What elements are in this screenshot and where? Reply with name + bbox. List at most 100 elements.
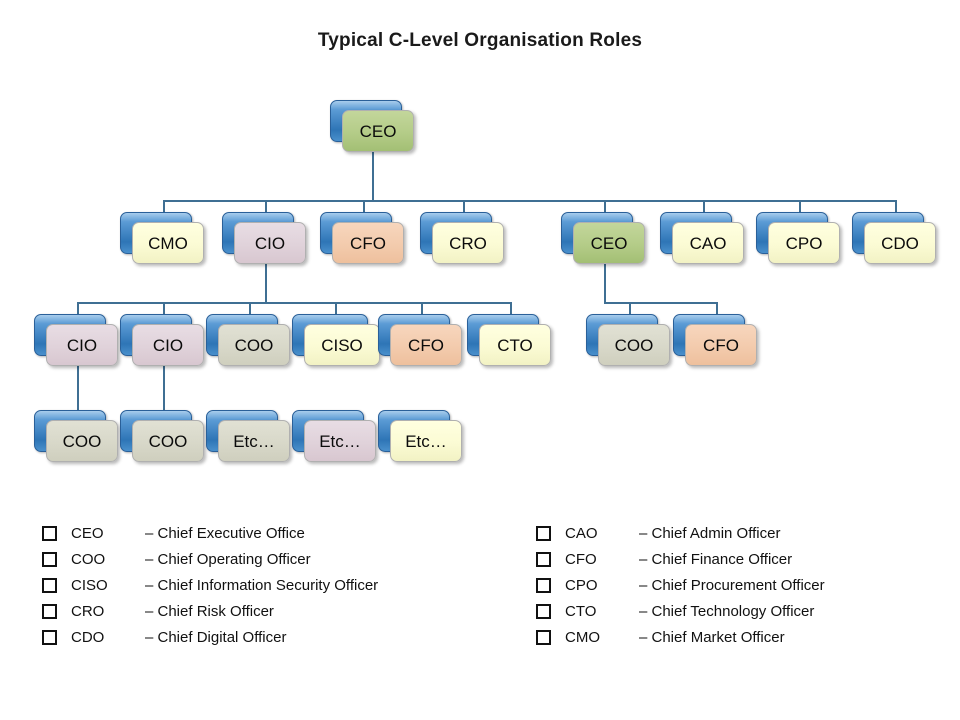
connector-row3-drop-6 — [510, 302, 512, 316]
node-label: Etc… — [233, 431, 275, 451]
node-etc-c-row4[interactable]: Etc… — [378, 410, 462, 462]
connector-row3-drop-8 — [716, 302, 718, 316]
legend-item: CTO – Chief Technology Officer — [536, 598, 825, 624]
legend-abbr: CDO — [71, 628, 105, 646]
node-label: Etc… — [405, 431, 447, 451]
connector-row3-drop-7 — [629, 302, 631, 316]
node-label: CDO — [881, 233, 919, 253]
node-face: CISO — [304, 324, 380, 366]
node-label: CMO — [148, 233, 188, 253]
node-etc-a-row4[interactable]: Etc… — [206, 410, 290, 462]
node-label: CISO — [321, 335, 363, 355]
node-face: COO — [46, 420, 118, 462]
node-cro[interactable]: CRO — [420, 212, 504, 264]
node-face: CFO — [332, 222, 404, 264]
node-cdo[interactable]: CDO — [852, 212, 936, 264]
node-face: CDO — [864, 222, 936, 264]
connector-ceo2-down — [604, 262, 606, 303]
node-label: CIO — [66, 335, 98, 355]
legend-item: CAO – Chief Admin Officer — [536, 520, 825, 546]
node-label: COO — [234, 335, 274, 355]
connector-row3-drop-2 — [163, 302, 165, 316]
node-cfo-row2[interactable]: CFO — [320, 212, 404, 264]
connector-row3-drop-5 — [421, 302, 423, 316]
node-coo-a-row4[interactable]: COO — [34, 410, 118, 462]
node-cpo[interactable]: CPO — [756, 212, 840, 264]
legend-abbr: CAO — [565, 524, 598, 542]
legend-desc: – Chief Risk Officer — [145, 602, 274, 620]
legend-desc: – Chief Market Officer — [639, 628, 785, 646]
connector-row2-drop-cmo — [163, 200, 165, 214]
legend-column-right: CAO – Chief Admin Officer CFO – Chief Fi… — [536, 520, 825, 650]
checkbox-icon — [42, 525, 57, 541]
node-face: Etc… — [218, 420, 290, 462]
node-coo-b-row4[interactable]: COO — [120, 410, 204, 462]
node-cto-row3[interactable]: CTO — [467, 314, 551, 366]
node-face: CEO — [342, 110, 414, 152]
node-cio-a-row3[interactable]: CIO — [34, 314, 118, 366]
node-face: Etc… — [304, 420, 376, 462]
node-label: CTO — [497, 335, 533, 355]
legend-item: CISO – Chief Information Security Office… — [42, 572, 378, 598]
node-face: CEO — [573, 222, 645, 264]
legend-abbr: CRO — [71, 602, 105, 620]
node-label: COO — [148, 431, 188, 451]
connector-row2-drop-cio — [265, 200, 267, 214]
page-title: Typical C-Level Organisation Roles — [317, 30, 643, 51]
node-label: CEO — [359, 121, 397, 141]
connector-row2-drop-cao — [703, 200, 705, 214]
node-ciso-row3[interactable]: CISO — [292, 314, 380, 366]
legend-item: CMO – Chief Market Officer — [536, 624, 825, 650]
legend-desc: – Chief Admin Officer — [639, 524, 781, 542]
node-face: CMO — [132, 222, 204, 264]
connector-row3-trunk-left — [77, 302, 511, 304]
connector-cio-down — [265, 262, 267, 303]
node-face: CIO — [46, 324, 118, 366]
node-cfo-right-row3[interactable]: CFO — [673, 314, 757, 366]
checkbox-icon — [536, 629, 551, 645]
checkbox-icon — [42, 551, 57, 567]
connector-row2-drop-cro — [463, 200, 465, 214]
checkbox-icon — [42, 577, 57, 593]
legend-desc: – Chief Information Security Officer — [145, 576, 379, 594]
legend-item: CDO – Chief Digital Officer — [42, 624, 378, 650]
connector-row2-drop-cfo — [363, 200, 365, 214]
node-label: CEO — [590, 233, 628, 253]
node-label: CFO — [350, 233, 386, 253]
node-cmo[interactable]: CMO — [120, 212, 204, 264]
legend-abbr: CFO — [565, 550, 597, 568]
node-coo-right-row3[interactable]: COO — [586, 314, 670, 366]
node-ceo-root[interactable]: CEO — [330, 100, 414, 152]
node-label: CFO — [408, 335, 444, 355]
node-face: CAO — [672, 222, 744, 264]
node-cao[interactable]: CAO — [660, 212, 744, 264]
node-face: COO — [598, 324, 670, 366]
legend-desc: – Chief Operating Officer — [145, 550, 311, 568]
node-label: CRO — [449, 233, 487, 253]
node-etc-b-row4[interactable]: Etc… — [292, 410, 376, 462]
node-face: CTO — [479, 324, 551, 366]
checkbox-icon — [536, 551, 551, 567]
connector-row4-drop-1 — [77, 364, 79, 412]
legend-abbr: CISO — [71, 576, 108, 594]
node-ceo-row2[interactable]: CEO — [561, 212, 645, 264]
connector-row2-trunk — [163, 200, 897, 202]
connector-row3-drop-1 — [77, 302, 79, 316]
connector-row3-trunk-right — [604, 302, 717, 304]
checkbox-icon — [536, 577, 551, 593]
node-cio-row2[interactable]: CIO — [222, 212, 306, 264]
node-label: CPO — [785, 233, 823, 253]
legend-abbr: CEO — [71, 524, 104, 542]
checkbox-icon — [536, 603, 551, 619]
connector-row4-drop-2 — [163, 364, 165, 412]
legend-desc: – Chief Digital Officer — [145, 628, 287, 646]
node-face: Etc… — [390, 420, 462, 462]
node-label: COO — [614, 335, 654, 355]
connector-row3-drop-3 — [249, 302, 251, 316]
connector-row2-drop-cdo — [895, 200, 897, 214]
node-label: COO — [62, 431, 102, 451]
node-cio-b-row3[interactable]: CIO — [120, 314, 204, 366]
node-coo-row3[interactable]: COO — [206, 314, 290, 366]
node-face: CRO — [432, 222, 504, 264]
node-cfo-row3[interactable]: CFO — [378, 314, 462, 366]
